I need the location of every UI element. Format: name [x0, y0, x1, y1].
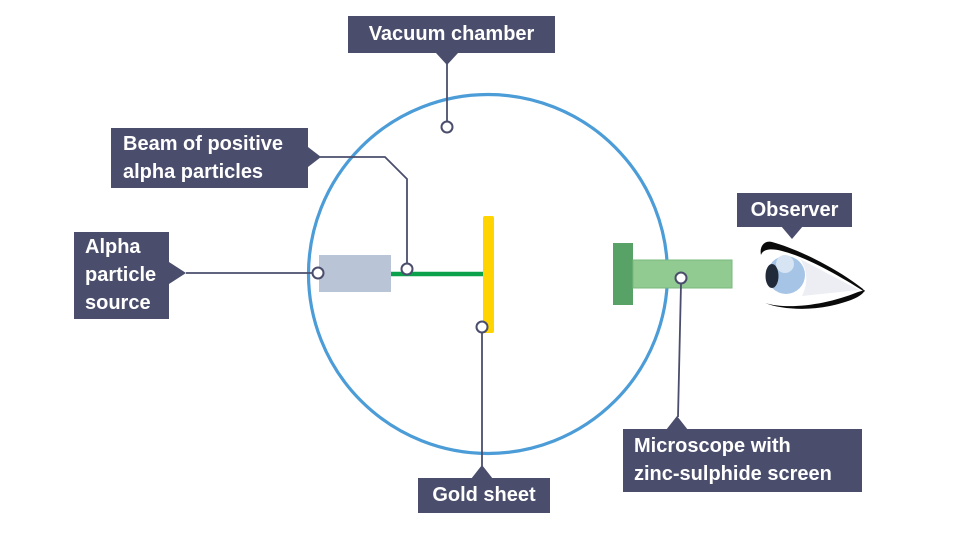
gold-sheet-marker — [475, 320, 489, 334]
eye-highlight — [776, 255, 794, 273]
beam-connector — [320, 156, 408, 263]
microscope-label: Microscope with zinc-sulphide screen — [623, 429, 862, 492]
eye-sclera — [800, 259, 859, 296]
vacuum-chamber-label: Vacuum chamber — [348, 16, 555, 53]
observer-label: Observer — [737, 193, 852, 227]
observer-label-pointer — [781, 226, 803, 239]
alpha-source-block — [319, 255, 391, 292]
microscope-connector — [677, 283, 682, 418]
eye-pupil — [765, 264, 779, 288]
microscope-eyepiece-block — [613, 243, 633, 305]
microscope-label-pointer — [666, 416, 688, 430]
eye-upper-lash — [760, 241, 865, 292]
gold-sheet-bar — [483, 216, 494, 333]
vacuum-chamber-marker — [440, 120, 454, 134]
beam-label: Beam of positive alpha particles — [111, 128, 308, 188]
microscope-marker — [674, 271, 688, 285]
gold-sheet-label-pointer — [471, 465, 493, 479]
vacuum-label-pointer — [436, 53, 458, 65]
alpha-source-label: Alpha particle source — [74, 232, 169, 319]
beam-label-pointer — [308, 147, 321, 167]
gold-sheet-label: Gold sheet — [418, 478, 550, 513]
alpha-source-marker — [311, 266, 325, 280]
eye-lower-lash — [765, 290, 865, 309]
beam-marker — [400, 262, 414, 276]
alpha-source-label-pointer — [169, 262, 186, 284]
eye-icon — [760, 241, 865, 309]
